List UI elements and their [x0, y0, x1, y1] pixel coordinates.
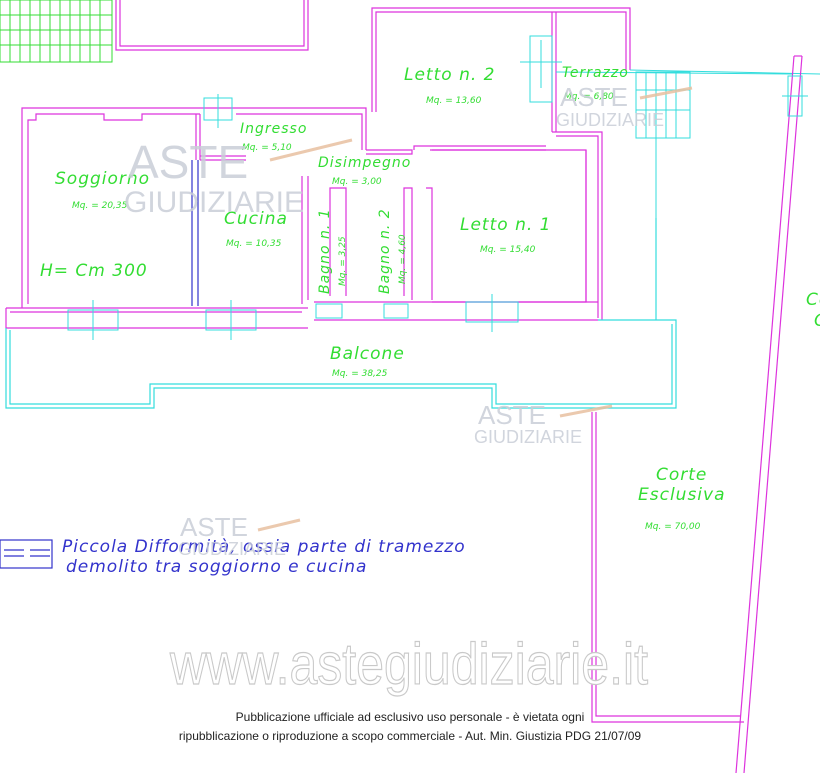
wm-aste-3: ASTE [478, 400, 546, 430]
wm-aste-1: ASTE [128, 136, 248, 188]
area-bagno1: Mq. = 3,25 [338, 236, 348, 286]
label-letto1: Letto n. 1 [460, 215, 551, 235]
label-corte-1: Corte [656, 465, 707, 485]
legend-line-1: Piccola Difformità, ossia parte di trame… [62, 537, 466, 557]
edge-label-2: C [814, 311, 820, 331]
wm-giudiziarie-4: GIUDIZIARIE [178, 539, 286, 559]
watermark-2: ASTE GIUDIZIARIE [556, 82, 693, 130]
top-left-wall [115, 0, 309, 51]
watermark-4: ASTE GIUDIZIARIE [178, 512, 301, 559]
legend: Piccola Difformità, ossia parte di trame… [0, 537, 466, 577]
area-soggiorno: Mq. = 20,35 [72, 201, 128, 211]
room-labels: Letto n. 2 Mq. = 13,60 Terrazzo Mq. = 6,… [40, 65, 820, 532]
footer-line-1: Pubblicazione ufficiale ad esclusivo uso… [235, 710, 585, 724]
wm-aste-2: ASTE [560, 82, 628, 112]
corte-outline [591, 55, 803, 773]
label-soggiorno: Soggiorno [55, 169, 150, 189]
edge-label-1: Co [806, 290, 820, 310]
legend-symbol [0, 539, 53, 569]
wm-giudiziarie-1: GIUDIZIARIE [124, 186, 304, 219]
label-bagno2: Bagno n. 2 [377, 208, 393, 294]
wm-giudiziarie-2: GIUDIZIARIE [556, 110, 664, 130]
area-ingresso: Mq. = 5,10 [242, 143, 292, 153]
label-bagno1: Bagno n. 1 [317, 208, 333, 294]
area-cucina: Mq. = 10,35 [226, 239, 282, 249]
legend-line-2: demolito tra soggiorno e cucina [66, 557, 367, 577]
area-corte: Mq. = 70,00 [645, 522, 701, 532]
wm-aste-4: ASTE [180, 512, 248, 542]
difformita-wall [191, 160, 199, 306]
area-terrazzo: Mq. = 6,80 [564, 92, 614, 102]
area-letto2: Mq. = 13,60 [426, 96, 482, 106]
area-balcone: Mq. = 38,25 [332, 369, 388, 379]
label-ingresso: Ingresso [240, 121, 307, 137]
balcone-outline [5, 218, 677, 409]
label-cucina: Cucina [224, 209, 288, 229]
height-label: H= Cm 300 [40, 261, 148, 281]
label-balcone: Balcone [330, 344, 405, 364]
area-bagno2: Mq. = 4,60 [398, 234, 408, 284]
windows-main [67, 94, 519, 340]
area-letto1: Mq. = 15,40 [480, 245, 536, 255]
label-terrazzo: Terrazzo [562, 65, 629, 81]
walls-main [5, 107, 603, 329]
corte-window [782, 75, 808, 117]
area-disimpegno: Mq. = 3,00 [332, 177, 382, 187]
label-disimpegno: Disimpegno [318, 155, 411, 171]
watermark-3: ASTE GIUDIZIARIE [474, 400, 613, 447]
wm-giudiziarie-3: GIUDIZIARIE [474, 427, 582, 447]
label-letto2: Letto n. 2 [404, 65, 495, 85]
footer-line-2: ripubblicazione o riproduzione a scopo c… [178, 729, 642, 743]
staircase [0, 0, 113, 63]
watermark-site: www.astegiudiziarie.it [169, 632, 648, 697]
watermark-1: ASTE GIUDIZIARIE [124, 136, 353, 219]
label-corte-2: Esclusiva [638, 485, 726, 505]
